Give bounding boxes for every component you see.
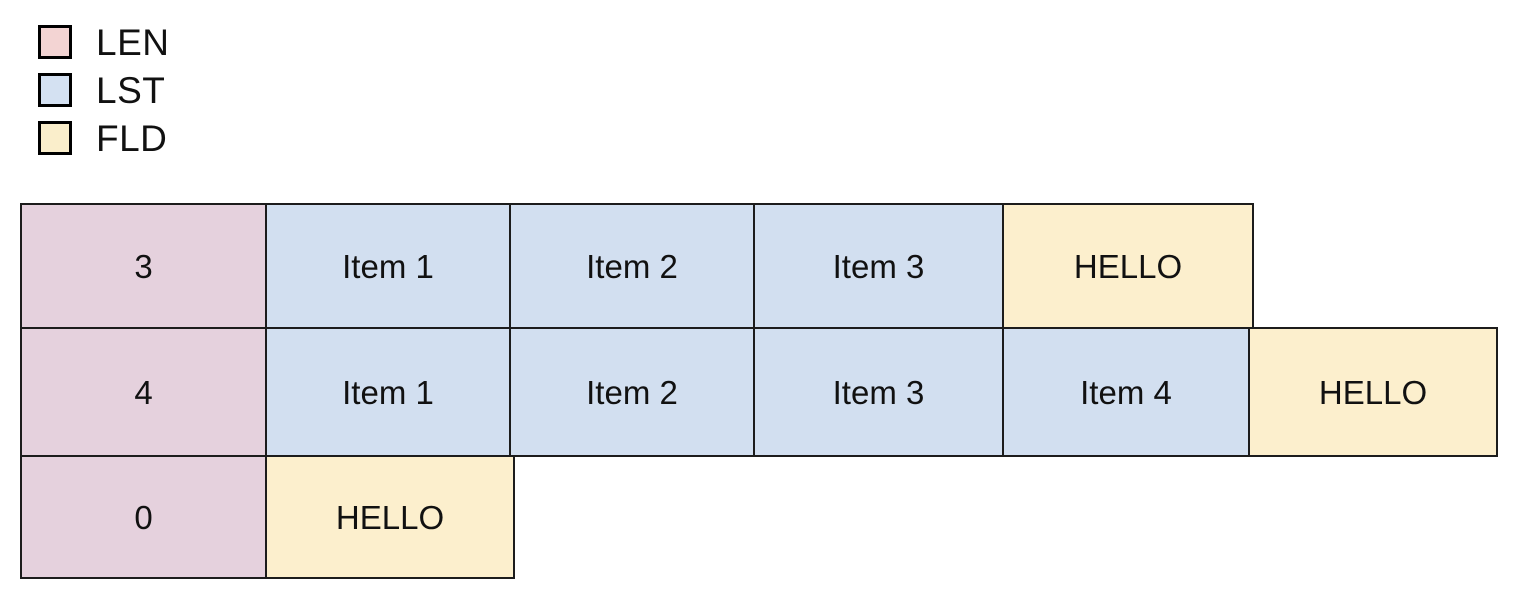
legend-swatch-lst-icon [38, 73, 72, 107]
lst-cell: Item 3 [753, 327, 1004, 457]
legend-label-fld: FLD [96, 117, 168, 159]
legend-item-fld: FLD [38, 118, 169, 158]
fld-cell: HELLO [265, 455, 515, 579]
lst-cell: Item 1 [265, 203, 511, 329]
fld-cell: HELLO [1002, 203, 1254, 329]
legend: LEN LST FLD [38, 22, 169, 158]
memory-layout-grid: 3 Item 1 Item 2 Item 3 HELLO 4 Item 1 It… [20, 203, 1498, 579]
legend-label-len: LEN [96, 21, 170, 63]
len-cell: 0 [20, 455, 267, 579]
lst-cell: Item 4 [1002, 327, 1250, 457]
lst-cell: Item 1 [265, 327, 511, 457]
len-cell: 4 [20, 327, 267, 457]
layout-row: 0 HELLO [20, 455, 1496, 579]
legend-swatch-len-icon [38, 25, 72, 59]
legend-swatch-fld-icon [38, 121, 72, 155]
fld-cell: HELLO [1248, 327, 1498, 457]
legend-item-len: LEN [38, 22, 169, 62]
lst-cell: Item 2 [509, 203, 755, 329]
legend-label-lst: LST [96, 69, 166, 111]
lst-cell: Item 3 [753, 203, 1004, 329]
layout-row: 3 Item 1 Item 2 Item 3 HELLO [20, 203, 1496, 329]
layout-row: 4 Item 1 Item 2 Item 3 Item 4 HELLO [20, 327, 1498, 457]
lst-cell: Item 2 [509, 327, 755, 457]
legend-item-lst: LST [38, 70, 169, 110]
len-cell: 3 [20, 203, 267, 329]
